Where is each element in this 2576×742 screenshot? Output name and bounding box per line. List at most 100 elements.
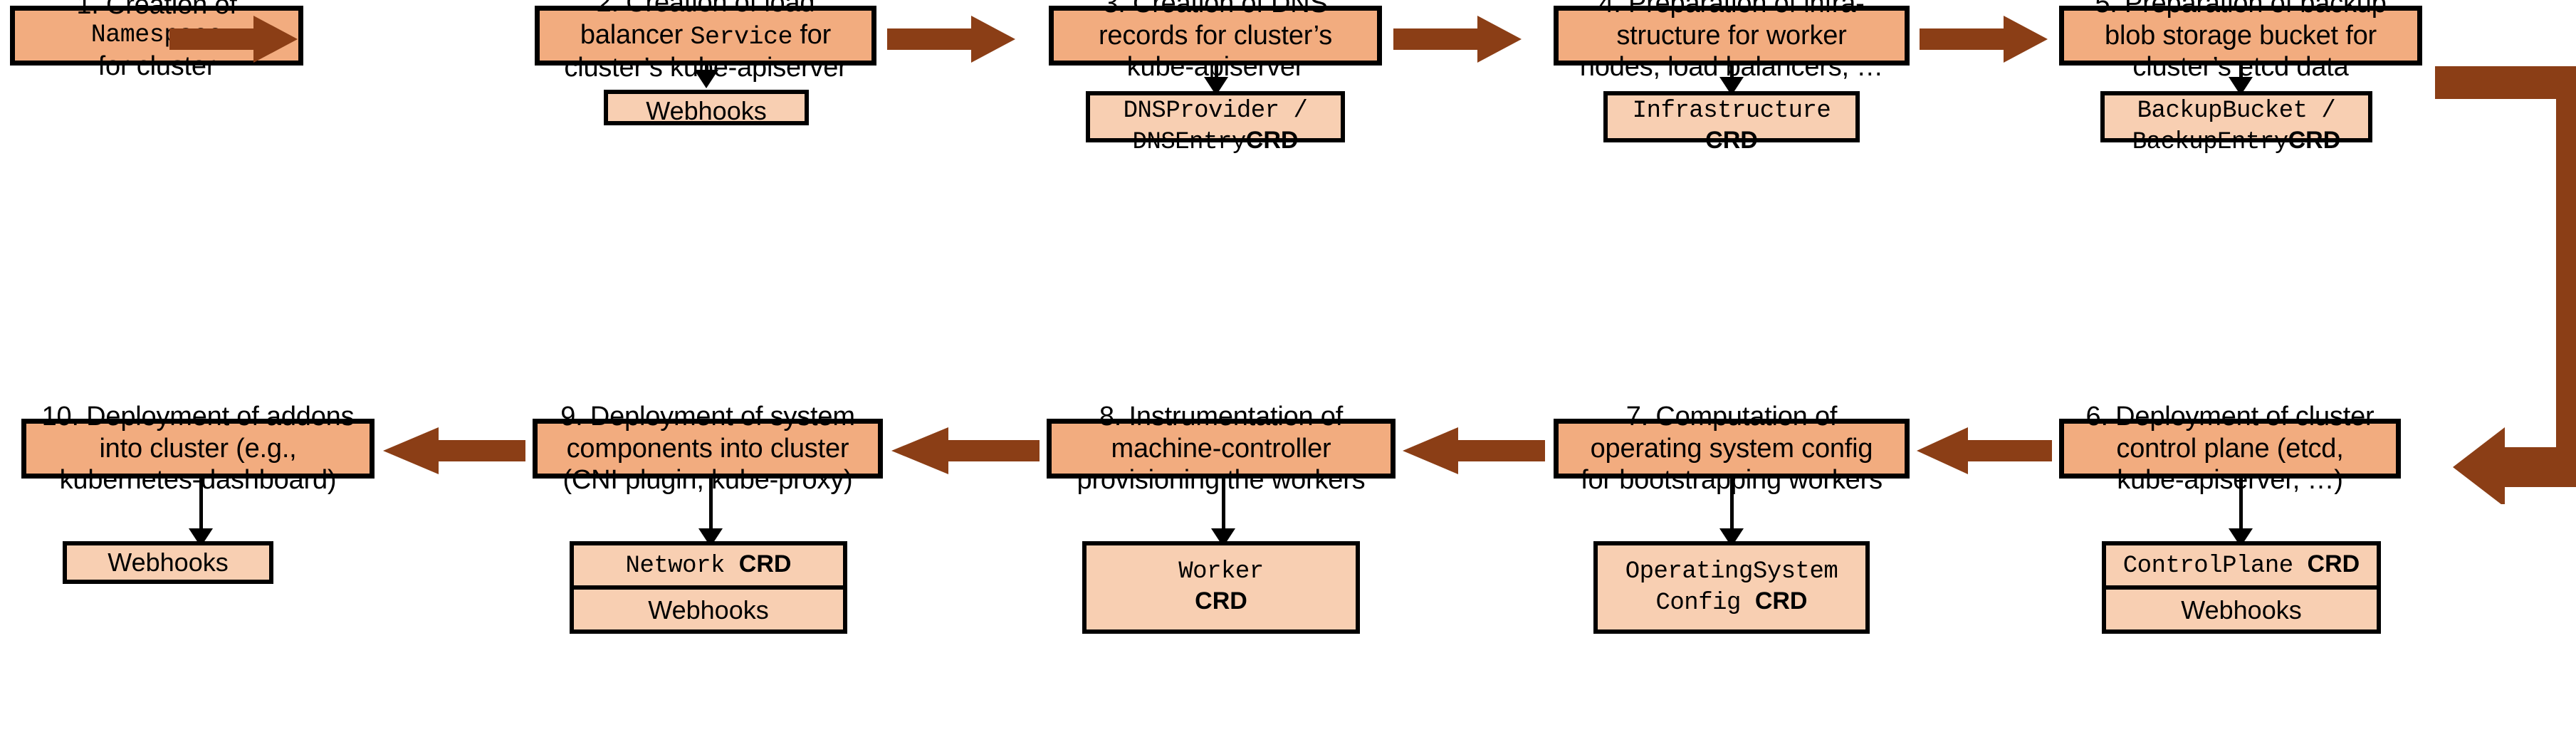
connector-2-webhooks: [692, 66, 721, 88]
subbox-7-crd-tag: CRD: [1754, 587, 1808, 615]
subbox-9-crd-label: Network CRD: [626, 550, 792, 581]
subbox-6-line-1: ControlPlane: [2122, 553, 2293, 580]
step-6-text: 6. Deployment of cluster control plane (…: [2086, 401, 2375, 496]
subbox-10-row-1: Webhooks: [67, 545, 269, 580]
step-2-text: 2. Creation of load balancer Service for…: [564, 0, 847, 84]
subbox-6-row-2: Webhooks: [2106, 585, 2377, 629]
subbox-6-controlplane-crd[interactable]: ControlPlane CRD Webhooks: [2102, 541, 2381, 634]
step-5-line-2: blob storage bucket for: [2105, 20, 2377, 51]
flow-arrow-9-to-10: [383, 427, 525, 474]
subbox-6-webhooks-label: Webhooks: [2181, 595, 2302, 625]
step-8-line-1: 8. Instrumentation of: [1099, 401, 1344, 432]
subbox-2-row-1: Webhooks: [608, 94, 805, 127]
flow-arrow-7-to-8: [1403, 427, 1545, 474]
step-5-line-1: 5. Preparation of backup: [2095, 0, 2387, 19]
step-10-line-2: into cluster (e.g.,: [99, 433, 297, 464]
step-10-line-3: kubernetes-dashboard): [59, 465, 337, 496]
subbox-8-crd-label: Worker CRD: [1178, 558, 1264, 618]
step-9-line-1: 9. Deployment of system: [560, 401, 855, 432]
step-box-3[interactable]: 3. Creation of DNS records for cluster’s…: [1049, 0, 1382, 82]
subbox-9-line-1: Network: [625, 553, 726, 580]
connector-7-crd: [1717, 479, 1746, 547]
connector-10-webhooks: [187, 479, 215, 547]
subbox-4-crd-label: Infrastructure CRD: [1633, 97, 1831, 157]
subbox-3-crd-label: DNSProvider / DNSEntryCRD: [1124, 97, 1308, 157]
flow-arrow-3-to-4: [1393, 16, 1522, 63]
connector-8-crd: [1209, 479, 1237, 547]
step-box-4[interactable]: 4. Preparation of infra- structure for w…: [1554, 0, 1910, 82]
step-6-line-1: 6. Deployment of cluster: [2085, 401, 2375, 432]
flow-arrow-4-to-5: [1920, 16, 2048, 63]
step-box-2[interactable]: 2. Creation of load balancer Service for…: [535, 0, 876, 83]
subbox-8-line-1: Worker: [1178, 558, 1264, 585]
step-3-text: 3. Creation of DNS records for cluster’s…: [1099, 0, 1332, 83]
subbox-3-line-2: DNSEntry: [1132, 128, 1247, 156]
subbox-7-crd-label: OperatingSystem Config CRD: [1625, 558, 1838, 618]
subbox-4-line-1: Infrastructure: [1632, 98, 1831, 125]
step-3-line-1: 3. Creation of DNS: [1103, 0, 1328, 19]
subbox-10-webhooks[interactable]: Webhooks: [63, 541, 273, 584]
subbox-2-webhooks-label: Webhooks: [646, 96, 767, 125]
flow-arrow-1-to-2: [169, 16, 298, 63]
flow-arrow-2-to-3: [887, 16, 1015, 63]
subbox-8-crd-tag: CRD: [1195, 587, 1247, 615]
flow-arrow-8-to-9: [891, 427, 1040, 474]
subbox-7-line-2: Config: [1655, 589, 1742, 617]
subbox-4-infrastructure-crd[interactable]: Infrastructure CRD: [1603, 91, 1860, 154]
step-2-line-2-mono: Service: [690, 22, 792, 51]
step-10-line-1: 10. Deployment of addons: [41, 401, 355, 432]
step-7-line-2: operating system config: [1590, 433, 1873, 464]
subbox-9-webhooks-label: Webhooks: [648, 595, 769, 625]
subbox-6-crd-tag: CRD: [2307, 550, 2360, 578]
step-2-line-1: 2. Creation of load: [596, 0, 815, 19]
subbox-7-line-1: OperatingSystem: [1625, 558, 1838, 585]
subbox-7-row-1: OperatingSystem Config CRD: [1598, 545, 1865, 629]
subbox-3-row-1: DNSProvider / DNSEntryCRD: [1090, 95, 1341, 159]
subbox-9-crd-tag: CRD: [738, 550, 792, 578]
subbox-8-row-1: Worker CRD: [1087, 545, 1356, 629]
step-2-line-2-a: balancer: [580, 19, 691, 50]
step-box-10[interactable]: 10. Deployment of addons into cluster (e…: [21, 402, 375, 495]
step-4-line-1: 4. Preparation of infra-: [1598, 0, 1865, 19]
step-9-text: 9. Deployment of system components into …: [560, 401, 855, 496]
step-2-line-2-c: for: [792, 19, 832, 50]
step-box-7[interactable]: 7. Computation of operating system confi…: [1554, 402, 1910, 495]
subbox-5-crd-label: BackupBucket / BackupEntryCRD: [2132, 97, 2341, 157]
step-1-line-3: for cluster: [98, 51, 216, 81]
step-box-9[interactable]: 9. Deployment of system components into …: [533, 402, 883, 495]
subbox-6-row-1: ControlPlane CRD: [2106, 545, 2377, 585]
subbox-3-crd-tag: CRD: [1245, 126, 1299, 154]
step-2-line-2: balancer Service for: [564, 19, 847, 52]
step-box-6[interactable]: 6. Deployment of cluster control plane (…: [2059, 402, 2401, 495]
subbox-4-row-1: Infrastructure CRD: [1608, 95, 1855, 159]
subbox-5-backupbucket-crd[interactable]: BackupBucket / BackupEntryCRD: [2100, 91, 2372, 156]
step-6-line-3: kube-apiserver, …): [2117, 465, 2343, 496]
step-9-line-2: components into cluster: [566, 433, 849, 464]
flow-arrow-5-to-6-elbow: [2421, 20, 2576, 504]
subbox-3-dns-crd[interactable]: DNSProvider / DNSEntryCRD: [1086, 91, 1345, 156]
subbox-2-webhooks[interactable]: Webhooks: [604, 90, 809, 125]
step-10-text: 10. Deployment of addons into cluster (e…: [42, 401, 355, 496]
step-7-line-1: 7. Computation of: [1625, 401, 1838, 432]
step-6-line-2: control plane (etcd,: [2116, 433, 2344, 464]
subbox-8-worker-crd[interactable]: Worker CRD: [1082, 541, 1360, 634]
subbox-7-osc-crd[interactable]: OperatingSystem Config CRD: [1593, 541, 1870, 634]
step-3-line-2: records for cluster’s: [1098, 20, 1333, 51]
flow-arrow-6-to-7: [1917, 427, 2052, 474]
subbox-10-webhooks-label: Webhooks: [108, 548, 229, 578]
step-9-line-3: (CNI plugin, kube-proxy): [562, 465, 853, 496]
subbox-6-crd-label: ControlPlane CRD: [2123, 550, 2360, 581]
subbox-3-line-1: DNSProvider /: [1123, 98, 1308, 125]
subbox-9-row-1: Network CRD: [574, 545, 843, 585]
subbox-9-network-crd[interactable]: Network CRD Webhooks: [570, 541, 847, 634]
step-1-line-1: 1. Creation of: [76, 0, 237, 20]
step-box-8[interactable]: 8. Instrumentation of machine-controller…: [1047, 402, 1396, 495]
step-4-line-2: structure for worker: [1616, 20, 1847, 51]
subbox-5-line-1: BackupBucket /: [2137, 98, 2336, 125]
step-box-5[interactable]: 5. Preparation of backup blob storage bu…: [2059, 0, 2422, 82]
step-8-text: 8. Instrumentation of machine-controller…: [1077, 401, 1366, 496]
subbox-9-row-2: Webhooks: [574, 585, 843, 629]
step-8-line-3: provisioning the workers: [1077, 465, 1366, 496]
connector-6-crd: [2226, 479, 2255, 547]
